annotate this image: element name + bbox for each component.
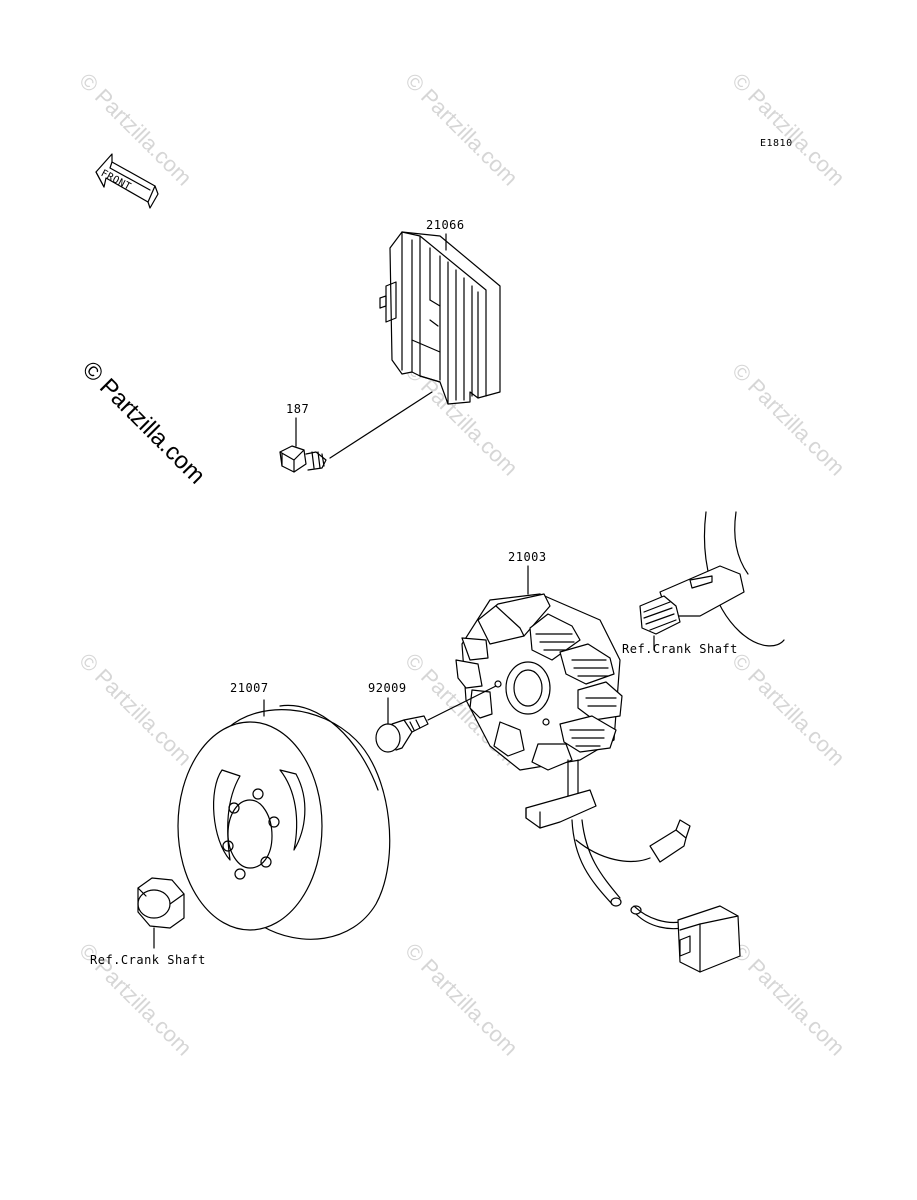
stator-wiring xyxy=(525,759,741,973)
part-number-21007: 21007 xyxy=(230,681,269,695)
part-number-21066: 21066 xyxy=(426,218,465,232)
crank-shaft-right xyxy=(639,511,785,647)
flywheel-21007 xyxy=(177,704,391,940)
stator-21003 xyxy=(455,593,623,771)
front-arrow-icon xyxy=(95,153,159,209)
part-number-92009: 92009 xyxy=(368,681,407,695)
part-number-21003: 21003 xyxy=(508,550,547,564)
bolt-92009 xyxy=(375,715,429,753)
part-number-187: 187 xyxy=(286,402,310,416)
ref-crank-shaft-right: Ref.Crank Shaft xyxy=(622,642,738,656)
bolt-187 xyxy=(279,445,327,473)
ref-crank-shaft-left: Ref.Crank Shaft xyxy=(90,953,206,967)
regulator-rectifier xyxy=(379,231,501,405)
flange-nut xyxy=(137,877,185,929)
diagram-id: E1810 xyxy=(760,138,793,149)
